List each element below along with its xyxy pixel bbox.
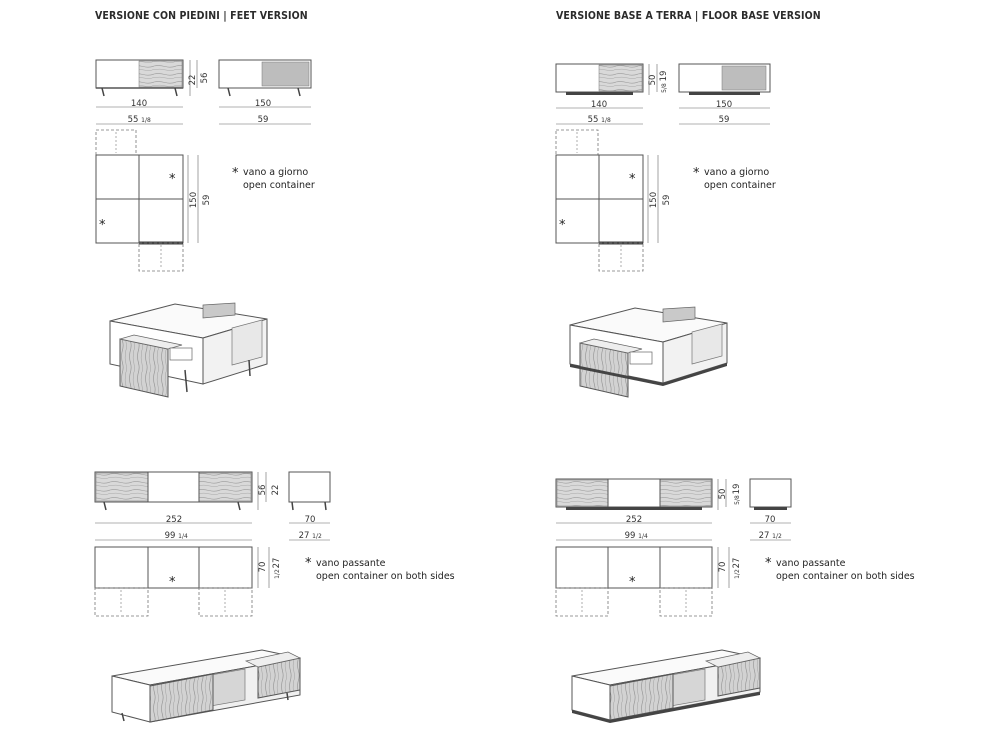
floor-square-isometric bbox=[569, 306, 728, 398]
through-container-note-en: open container on both sides bbox=[776, 571, 915, 582]
open-container-marker: * bbox=[559, 218, 566, 233]
dim-width-55-fraction: 1/8 bbox=[601, 117, 611, 124]
dim-width-55: 55 bbox=[128, 115, 139, 125]
feet-square-side-elevation bbox=[218, 59, 312, 97]
dim-width-55-fraction: 1/8 bbox=[141, 117, 151, 124]
floor-long-side-elevation bbox=[749, 478, 792, 510]
dim-width-59: 59 bbox=[719, 115, 730, 125]
dim-height-19-fraction: 5/8 bbox=[734, 495, 741, 505]
floor-long-plan-view bbox=[555, 546, 713, 617]
feet-square-isometric bbox=[109, 302, 268, 398]
dim-depth-70: 70 bbox=[258, 562, 268, 573]
feet-square-plan-view bbox=[95, 129, 184, 272]
floor-square-front-elevation bbox=[555, 63, 644, 95]
floor-square-plan-view bbox=[555, 129, 644, 272]
floor-version-header: VERSIONE BASE A TERRA | FLOOR BASE VERSI… bbox=[556, 10, 821, 22]
dim-depth-70: 70 bbox=[718, 562, 728, 573]
open-container-note-it: vano a giorno bbox=[704, 167, 769, 178]
dim-height-56: 56 bbox=[258, 485, 268, 496]
dim-height-56: 56 bbox=[200, 73, 210, 84]
floor-long-front-elevation bbox=[555, 478, 713, 510]
feet-long-side-elevation bbox=[288, 471, 331, 511]
dim-height-22: 22 bbox=[188, 75, 198, 86]
dim-width-59: 59 bbox=[258, 115, 269, 125]
open-container-note-en: open container bbox=[243, 180, 315, 191]
dim-width-99-fraction: 1/4 bbox=[638, 533, 648, 540]
dim-depth-150: 150 bbox=[649, 192, 659, 208]
dim-width-27-fraction: 1/2 bbox=[772, 533, 782, 540]
legend-star: * bbox=[693, 166, 700, 181]
through-container-marker: * bbox=[629, 575, 636, 590]
open-container-marker: * bbox=[169, 172, 176, 187]
dim-height-50: 50 bbox=[718, 489, 728, 500]
floor-square-side-elevation bbox=[678, 63, 771, 95]
through-container-marker: * bbox=[169, 575, 176, 590]
dim-width-150: 150 bbox=[716, 100, 732, 110]
through-container-note-it: vano passante bbox=[776, 558, 846, 569]
dim-width-27: 27 bbox=[299, 531, 310, 541]
dim-depth-27: 27 bbox=[732, 558, 742, 569]
open-container-marker: * bbox=[99, 218, 106, 233]
dim-depth-150: 150 bbox=[189, 192, 199, 208]
dim-width-252: 252 bbox=[626, 515, 642, 525]
dim-width-27-fraction: 1/2 bbox=[312, 533, 322, 540]
dim-height-19: 19 bbox=[659, 71, 669, 82]
dim-height-19-fraction: 5/8 bbox=[661, 83, 668, 93]
dim-depth-27: 27 bbox=[272, 558, 282, 569]
dim-height-19: 19 bbox=[732, 484, 742, 495]
dim-height-50: 50 bbox=[648, 75, 658, 86]
legend-star: * bbox=[232, 166, 239, 181]
dim-width-252: 252 bbox=[166, 515, 182, 525]
through-container-note-en: open container on both sides bbox=[316, 571, 455, 582]
dim-width-150: 150 bbox=[255, 99, 271, 109]
dim-width-99: 99 bbox=[165, 531, 176, 541]
dim-depth-27-fraction: 1/2 bbox=[274, 569, 281, 579]
feet-long-isometric bbox=[111, 649, 302, 723]
feet-version-header: VERSIONE CON PIEDINI | FEET VERSION bbox=[95, 10, 308, 22]
dim-width-140: 140 bbox=[591, 100, 607, 110]
dim-width-99: 99 bbox=[625, 531, 636, 541]
dim-depth-59: 59 bbox=[662, 195, 672, 206]
dim-depth-59: 59 bbox=[202, 195, 212, 206]
dim-height-22: 22 bbox=[271, 485, 281, 496]
feet-long-plan-view bbox=[94, 546, 253, 617]
feet-long-front-elevation bbox=[94, 471, 253, 511]
dim-width-140: 140 bbox=[131, 99, 147, 109]
open-container-marker: * bbox=[629, 172, 636, 187]
feet-square-front-elevation bbox=[95, 59, 184, 97]
legend-star: * bbox=[305, 556, 312, 571]
dim-width-99-fraction: 1/4 bbox=[178, 533, 188, 540]
dim-width-27: 27 bbox=[759, 531, 770, 541]
legend-star: * bbox=[765, 556, 772, 571]
floor-long-isometric bbox=[571, 649, 762, 723]
dim-width-70: 70 bbox=[305, 515, 316, 525]
open-container-note-it: vano a giorno bbox=[243, 167, 308, 178]
through-container-note-it: vano passante bbox=[316, 558, 386, 569]
dim-depth-27-fraction: 1/2 bbox=[734, 569, 741, 579]
open-container-note-en: open container bbox=[704, 180, 776, 191]
dim-width-55: 55 bbox=[588, 115, 599, 125]
dim-width-70: 70 bbox=[765, 515, 776, 525]
